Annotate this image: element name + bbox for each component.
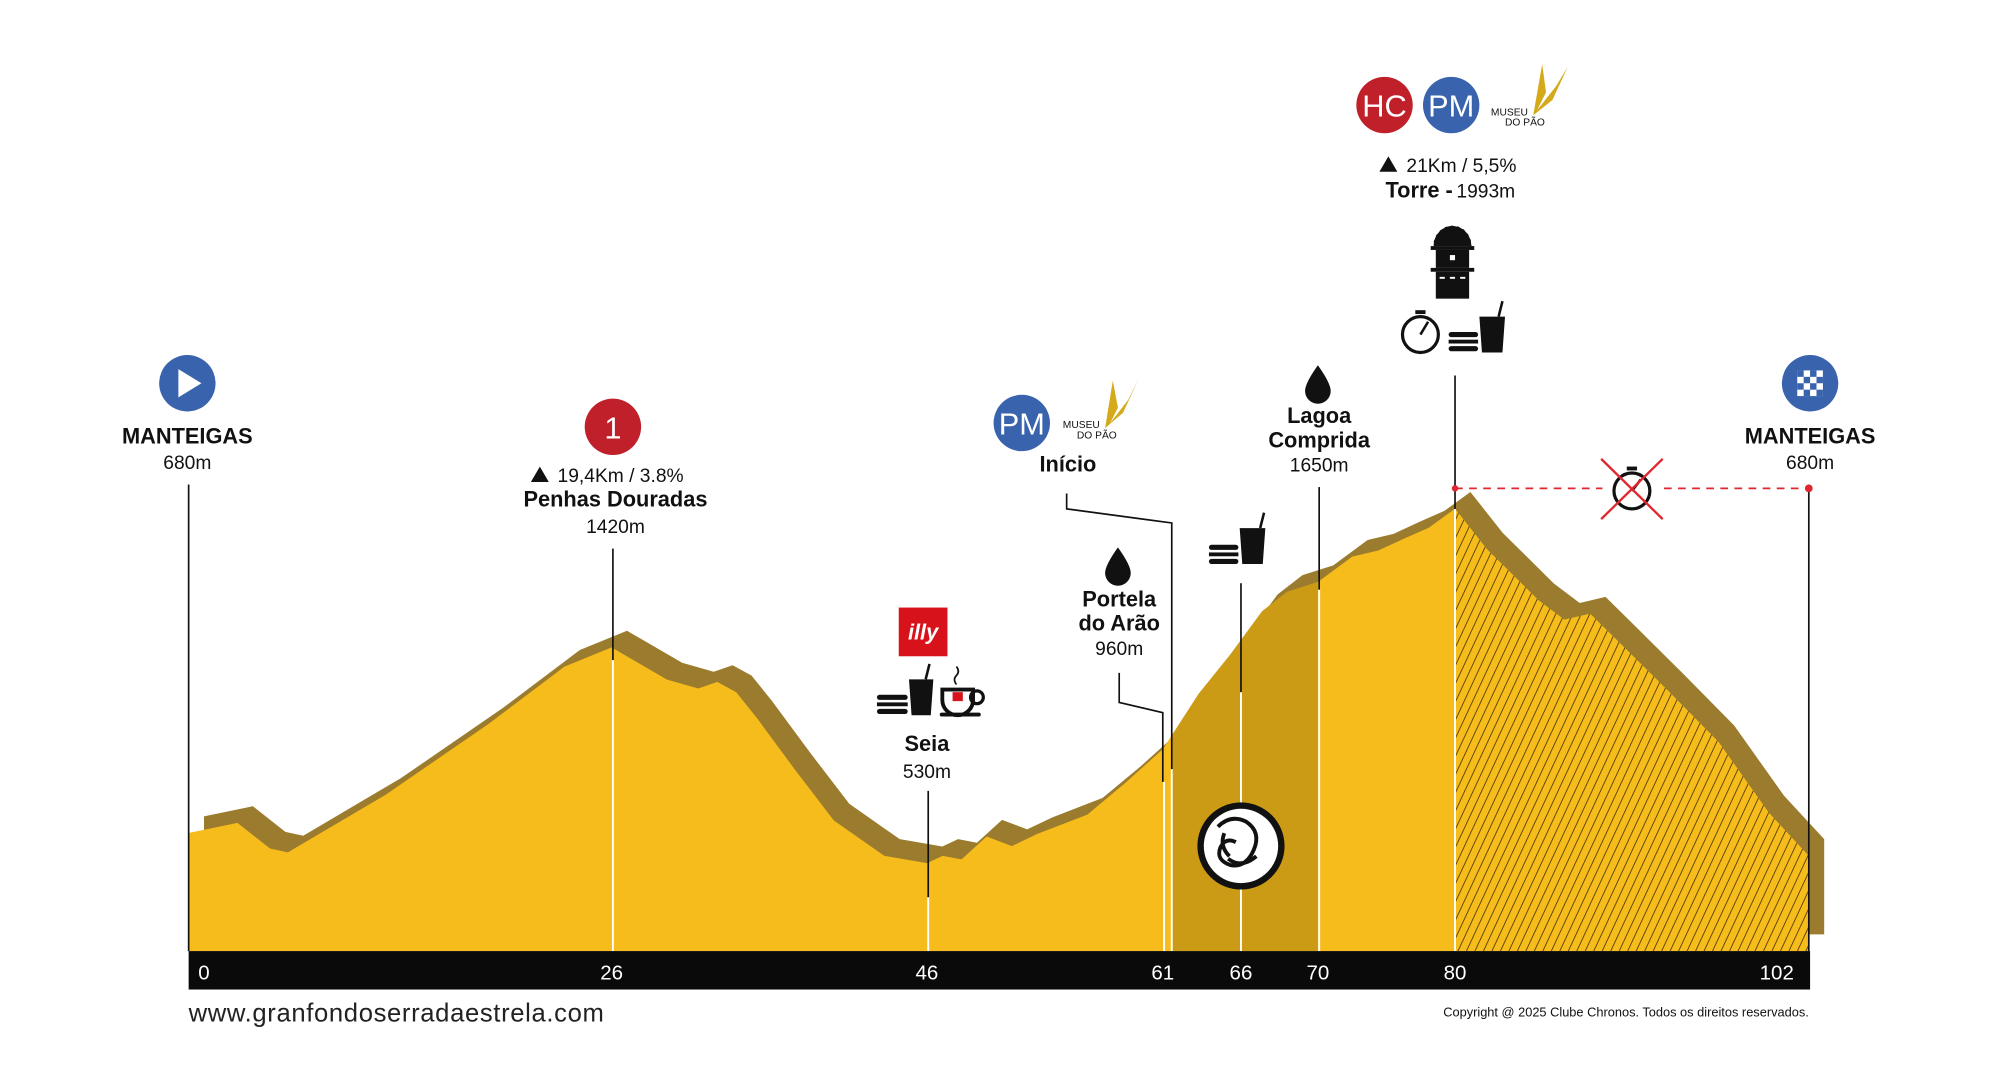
x-tick-label: 61: [1151, 961, 1174, 984]
lagoa-name-line1: Lagoa: [1287, 403, 1352, 428]
penhas-elevation: 1420m: [586, 517, 645, 538]
illy-logo: illy: [898, 607, 948, 657]
climb-triangle-icon: [1379, 156, 1398, 172]
copyright-text: Copyright @ 2025 Clube Chronos. Todos os…: [1443, 1004, 1809, 1019]
stopwatch-icon: [1400, 310, 1440, 355]
hc-badge-label: HC: [1362, 89, 1406, 124]
seia-marker: illy Seia 530m: [876, 607, 985, 783]
no-timing-stopwatch-icon: [1600, 458, 1664, 520]
museu-do-pao-logo: MUSEU DO PÃO: [1063, 379, 1139, 441]
x-tick-label: 0: [198, 961, 209, 984]
drink-cup-icon: [908, 663, 934, 716]
pm-badge-label: PM: [1428, 89, 1474, 124]
pm-badge: [1422, 76, 1480, 134]
start-marker: MANTEIGAS 680m: [122, 355, 253, 474]
water-drop-icon: [1105, 547, 1131, 586]
inicio-name: Início: [1039, 452, 1096, 477]
portela-name-line2: do Arão: [1078, 611, 1159, 636]
finish-elevation: 680m: [1786, 453, 1834, 474]
x-tick-label: 46: [916, 961, 939, 984]
lagoa-name-line2: Comprida: [1268, 427, 1371, 452]
seia-elevation: 530m: [903, 762, 951, 783]
lagoa-elevation: 1650m: [1290, 456, 1349, 477]
km-marker-lines: [611, 508, 1456, 952]
x-tick-label: 26: [600, 961, 623, 984]
portela-marker: Portela do Arão 960m: [1078, 547, 1160, 660]
x-axis-ticks: 0 26 46 61 66 70 80 102: [198, 961, 1794, 984]
hc-badge: [1356, 76, 1413, 134]
pm-badge: [993, 394, 1050, 452]
distance-axis-bar: [188, 951, 1811, 990]
finish-marker: MANTEIGAS 680m: [1745, 355, 1876, 474]
water-drop-icon: [1305, 365, 1331, 404]
penhas-name: Penhas Douradas: [523, 486, 707, 511]
burger-icon: [1448, 331, 1479, 352]
x-tick-label: 66: [1230, 961, 1253, 984]
lagoa-comprida-marker: Lagoa Comprida 1650m: [1268, 365, 1371, 477]
seia-name: Seia: [905, 731, 951, 756]
climb-category-badge: [584, 398, 642, 456]
profile-area: [188, 508, 1809, 952]
torre-tower-icon: [1430, 225, 1475, 299]
penhas-douradas-marker: 1 19,4Km / 3.8% Penhas Douradas 1420m: [523, 398, 707, 538]
burger-icon: [876, 694, 908, 714]
torre-climb-stats: 21Km / 5,5%: [1406, 156, 1516, 177]
svg-text:MUSEU: MUSEU: [1491, 107, 1528, 118]
svg-text:MUSEU: MUSEU: [1063, 420, 1100, 431]
timing-section-line: [1451, 458, 1813, 520]
drink-cup-icon: [1239, 512, 1266, 564]
svg-text:DO PÃO: DO PÃO: [1505, 116, 1545, 129]
coffee-cup-icon: [939, 666, 985, 718]
inicio-marker: PM MUSEU DO PÃO Início: [993, 379, 1139, 477]
torre-marker: HC PM MUSEU DO PÃO 21Km / 5,5% Torre - 1…: [1356, 64, 1568, 355]
torre-name: Torre -: [1385, 177, 1452, 202]
svg-text:illy: illy: [908, 620, 940, 645]
x-tick-label: 70: [1306, 961, 1329, 984]
portela-name-line1: Portela: [1082, 586, 1157, 611]
drink-cup-icon: [1479, 300, 1506, 353]
portela-elevation: 960m: [1095, 639, 1143, 660]
x-tick-label: 80: [1444, 961, 1467, 984]
torre-elevation: 1993m: [1456, 181, 1515, 202]
museu-do-pao-logo: MUSEU DO PÃO: [1491, 64, 1568, 129]
feed-zone-66: [1197, 512, 1285, 890]
climb-category-number: 1: [604, 410, 621, 445]
start-name: MANTEIGAS: [122, 423, 253, 448]
svg-text:DO PÃO: DO PÃO: [1077, 428, 1117, 441]
website-link[interactable]: www.granfondoserradaestrela.com: [188, 1000, 605, 1028]
finish-name: MANTEIGAS: [1745, 423, 1876, 448]
profile-group: [173, 384, 1825, 962]
penhas-climb-stats: 19,4Km / 3.8%: [558, 466, 684, 487]
climb-triangle-icon: [530, 466, 549, 482]
burger-icon: [1208, 544, 1239, 564]
x-tick-label: 102: [1760, 961, 1794, 984]
pm-badge-label: PM: [999, 407, 1045, 442]
start-elevation: 680m: [163, 453, 211, 474]
sponsor-badge-icon: [1197, 802, 1285, 890]
